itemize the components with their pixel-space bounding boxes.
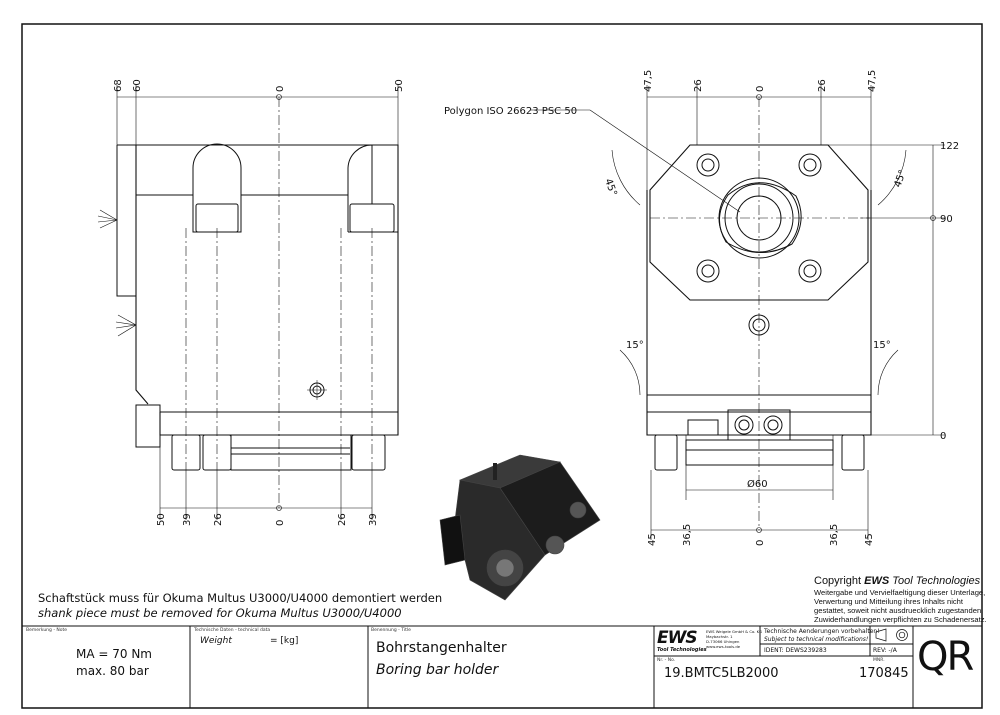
note-en: shank piece must be removed for Okuma Mu… xyxy=(38,606,402,620)
dim-label: 0 xyxy=(755,540,766,546)
dim-label: 122 xyxy=(940,141,959,152)
qr-label: QR xyxy=(917,634,974,680)
ident: IDENT: DEWS239283 xyxy=(764,647,827,654)
dim-label: 36,5 xyxy=(829,524,840,546)
weight-value: = [kg] xyxy=(270,636,299,646)
title-en: Boring bar holder xyxy=(376,662,499,678)
dim-label: 39 xyxy=(368,513,379,526)
address-line: www.ews-tools.de xyxy=(706,644,741,649)
copyright-line: gestattet, soweit nicht ausdruecklich zu… xyxy=(814,606,984,615)
dim-label: 36,5 xyxy=(682,524,693,546)
copyright-brand: EWS xyxy=(864,575,890,587)
ews-logo-sub: Tool Technologies xyxy=(657,647,707,653)
angle-label: 15° xyxy=(873,340,891,351)
title-header: Benennung - Title xyxy=(371,628,411,633)
dim-label: 0 xyxy=(275,520,286,526)
ews-logo: EWS xyxy=(657,628,698,648)
note-pressure: max. 80 bar xyxy=(76,664,149,678)
mnr-number: 170845 xyxy=(859,666,909,681)
drawing-border xyxy=(21,23,983,709)
address-line: Maybachstr. 1 xyxy=(706,634,733,639)
dim-label: 50 xyxy=(156,513,167,526)
side-view-dimensions: 68 60 0 50 50 39 26 0 26 39 xyxy=(113,79,405,526)
note-torque: MA = 70 Nm xyxy=(76,647,152,661)
dim-label: 47,5 xyxy=(643,70,654,92)
note-de: Schaftstück muss für Okuma Multus U3000/… xyxy=(38,591,443,605)
copyright-line: Weitergabe und Vervielfaeltigung dieser … xyxy=(814,588,986,597)
weight-label: Weight xyxy=(200,636,232,646)
dim-label: 0 xyxy=(275,86,286,92)
nr-header: Nr. - No. xyxy=(657,658,676,663)
dim-label: 26 xyxy=(693,79,704,92)
title-de: Bohrstangenhalter xyxy=(376,640,507,656)
side-view xyxy=(97,85,399,520)
dim-label: 68 xyxy=(113,79,124,92)
dim-label: 26 xyxy=(213,513,224,526)
angle-label: 45° xyxy=(892,169,908,189)
angle-label: 45° xyxy=(602,177,618,197)
diameter-label: Ø60 xyxy=(747,478,768,490)
drawing-number: 19.BMTC5LB2000 xyxy=(664,666,779,681)
copyright-suffix: Tool Technologies xyxy=(889,575,981,587)
front-view xyxy=(530,85,945,540)
dim-label: 90 xyxy=(940,214,953,225)
dim-label: 0 xyxy=(755,86,766,92)
polygon-label: Polygon ISO 26623 PSC 50 xyxy=(444,106,577,117)
address-line: EWS Weigele GmbH & Co. KG xyxy=(706,629,763,634)
dim-label: 60 xyxy=(132,79,143,92)
changes-en: Subject to technical modifications! xyxy=(764,636,869,643)
copyright-text: Weitergabe und Vervielfaeltigung dieser … xyxy=(814,588,987,624)
dim-label: 45 xyxy=(647,533,658,546)
copyright-line: Verwertung und Mitteilung ihres Inhalts … xyxy=(814,597,964,606)
angle-label: 15° xyxy=(626,340,644,351)
dim-label: 47,5 xyxy=(867,70,878,92)
mnr-header: MNR. xyxy=(873,658,885,663)
copyright-title: Copyright EWS Tool Technologies xyxy=(814,575,980,587)
changes-de: Technische Aenderungen vorbehalten! xyxy=(764,628,880,635)
dim-label: 45 xyxy=(864,533,875,546)
dim-label: 39 xyxy=(182,513,193,526)
dim-label: 0 xyxy=(940,431,946,442)
company-address: EWS Weigele GmbH & Co. KG Maybachstr. 1 … xyxy=(706,629,762,649)
dim-label: 50 xyxy=(394,79,405,92)
note-header: Bemerkung - Note xyxy=(26,628,68,633)
copyright-prefix: Copyright xyxy=(814,575,865,587)
address-line: D-73066 Uhingen xyxy=(706,639,740,644)
isometric-render xyxy=(439,454,601,601)
dim-label: 26 xyxy=(817,79,828,92)
title-block xyxy=(22,625,982,708)
tech-header: Technische Daten - technical data xyxy=(194,628,271,633)
dim-label: 26 xyxy=(337,513,348,526)
copyright-line: Zuwiderhandlungen verpflichten zu Schade… xyxy=(814,615,987,624)
revision: REV: -/A xyxy=(873,647,897,654)
